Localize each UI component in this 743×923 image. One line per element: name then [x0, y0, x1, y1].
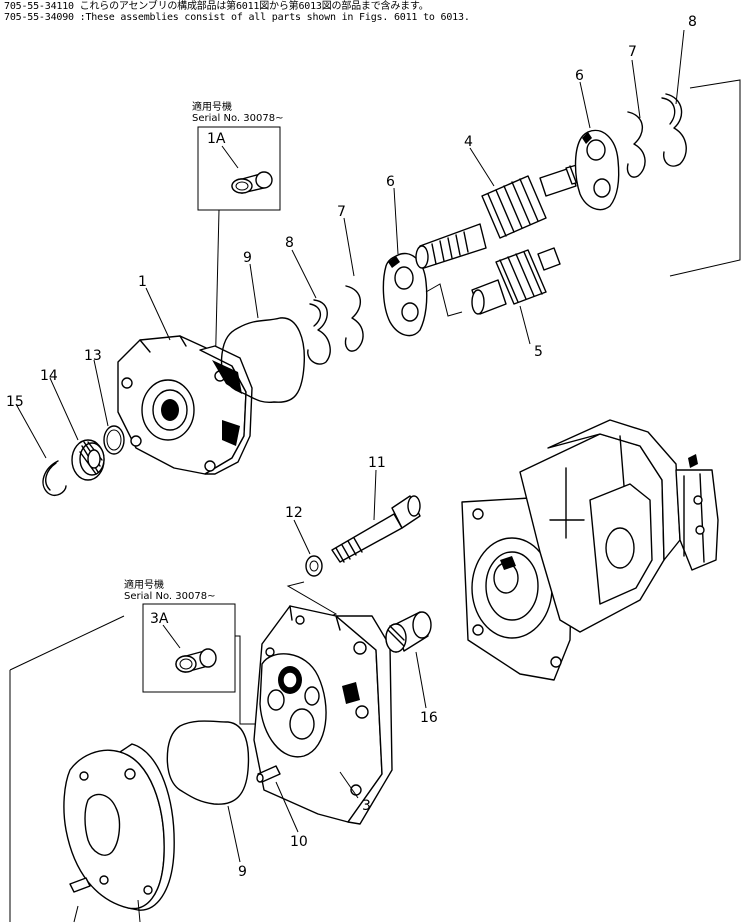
leader-lines: [15, 29, 685, 923]
callout-16: 16: [420, 710, 438, 726]
inset-box-1a: [197, 126, 281, 381]
callout-6-left: 6: [386, 174, 395, 190]
inset-box-3a: [142, 603, 262, 725]
gear-housing-plate: [63, 743, 175, 911]
callout-8-left: 8: [285, 235, 294, 251]
snap-ring-8-left: [307, 299, 331, 365]
wear-plate-6-left: [382, 252, 428, 337]
callout-13: 13: [84, 348, 102, 364]
callout-8-right: 8: [688, 14, 697, 30]
callout-1a: 1A: [207, 131, 226, 147]
wear-plate-6-right: [574, 129, 620, 211]
snap-ring-8-right: [661, 93, 687, 167]
gasket-9-top: [220, 317, 305, 404]
serial-top-jp: 適用号機: [192, 102, 232, 113]
snap-ring-7-left: [344, 285, 364, 352]
gasket-9-bottom: [166, 720, 250, 805]
header-line-1: 705-55-34110 これらのアセンブリの構成部品は第6011図から第601…: [4, 1, 429, 12]
snap-ring-7-right: [626, 111, 646, 178]
pump-assembly: [461, 419, 719, 681]
header-line-2: 705-55-34090 :These assemblies consist o…: [4, 12, 470, 23]
callout-numbers: 8 7 6 4 6 7 8 9 1 1A 13 14 15 5 11 12 3A…: [6, 14, 697, 880]
driven-gear-5: [471, 247, 561, 315]
serial-top-en: Serial No. 30078~: [192, 113, 284, 124]
callout-3: 3: [362, 798, 371, 814]
snap-ring-15: [42, 460, 67, 496]
callout-12: 12: [285, 505, 303, 521]
callout-15: 15: [6, 394, 24, 410]
callout-4: 4: [464, 134, 473, 150]
callout-10: 10: [290, 834, 308, 850]
callout-14: 14: [40, 368, 58, 384]
gear-bracket-line: [425, 283, 463, 317]
callout-11: 11: [368, 455, 386, 471]
front-cover-1: [117, 335, 253, 475]
washer-12: [305, 555, 323, 577]
bracket-line-left: [9, 615, 125, 922]
o-ring-13: [103, 425, 125, 455]
callout-3a: 3A: [150, 611, 169, 627]
callout-9-top: 9: [243, 250, 252, 266]
callout-5: 5: [534, 344, 543, 360]
bushing-16: [385, 611, 432, 653]
callout-7-left: 7: [337, 204, 346, 220]
callout-9-bottom: 9: [238, 864, 247, 880]
dowel-pin-10: [256, 765, 281, 783]
drive-shaft-4: [415, 161, 595, 269]
rear-housing-3: [253, 605, 393, 825]
callout-6-right: 6: [575, 68, 584, 84]
bracket-line-right: [669, 79, 741, 277]
serial-bottom-jp: 適用号機: [124, 580, 164, 591]
bushing-1a: [231, 171, 273, 194]
callout-1: 1: [138, 274, 147, 290]
bolt-11: [331, 495, 421, 563]
bushing-3a: [175, 648, 217, 674]
bearing-14: [71, 439, 105, 481]
serial-bottom-en: Serial No. 30078~: [124, 591, 216, 602]
callout-7-right: 7: [628, 44, 637, 60]
